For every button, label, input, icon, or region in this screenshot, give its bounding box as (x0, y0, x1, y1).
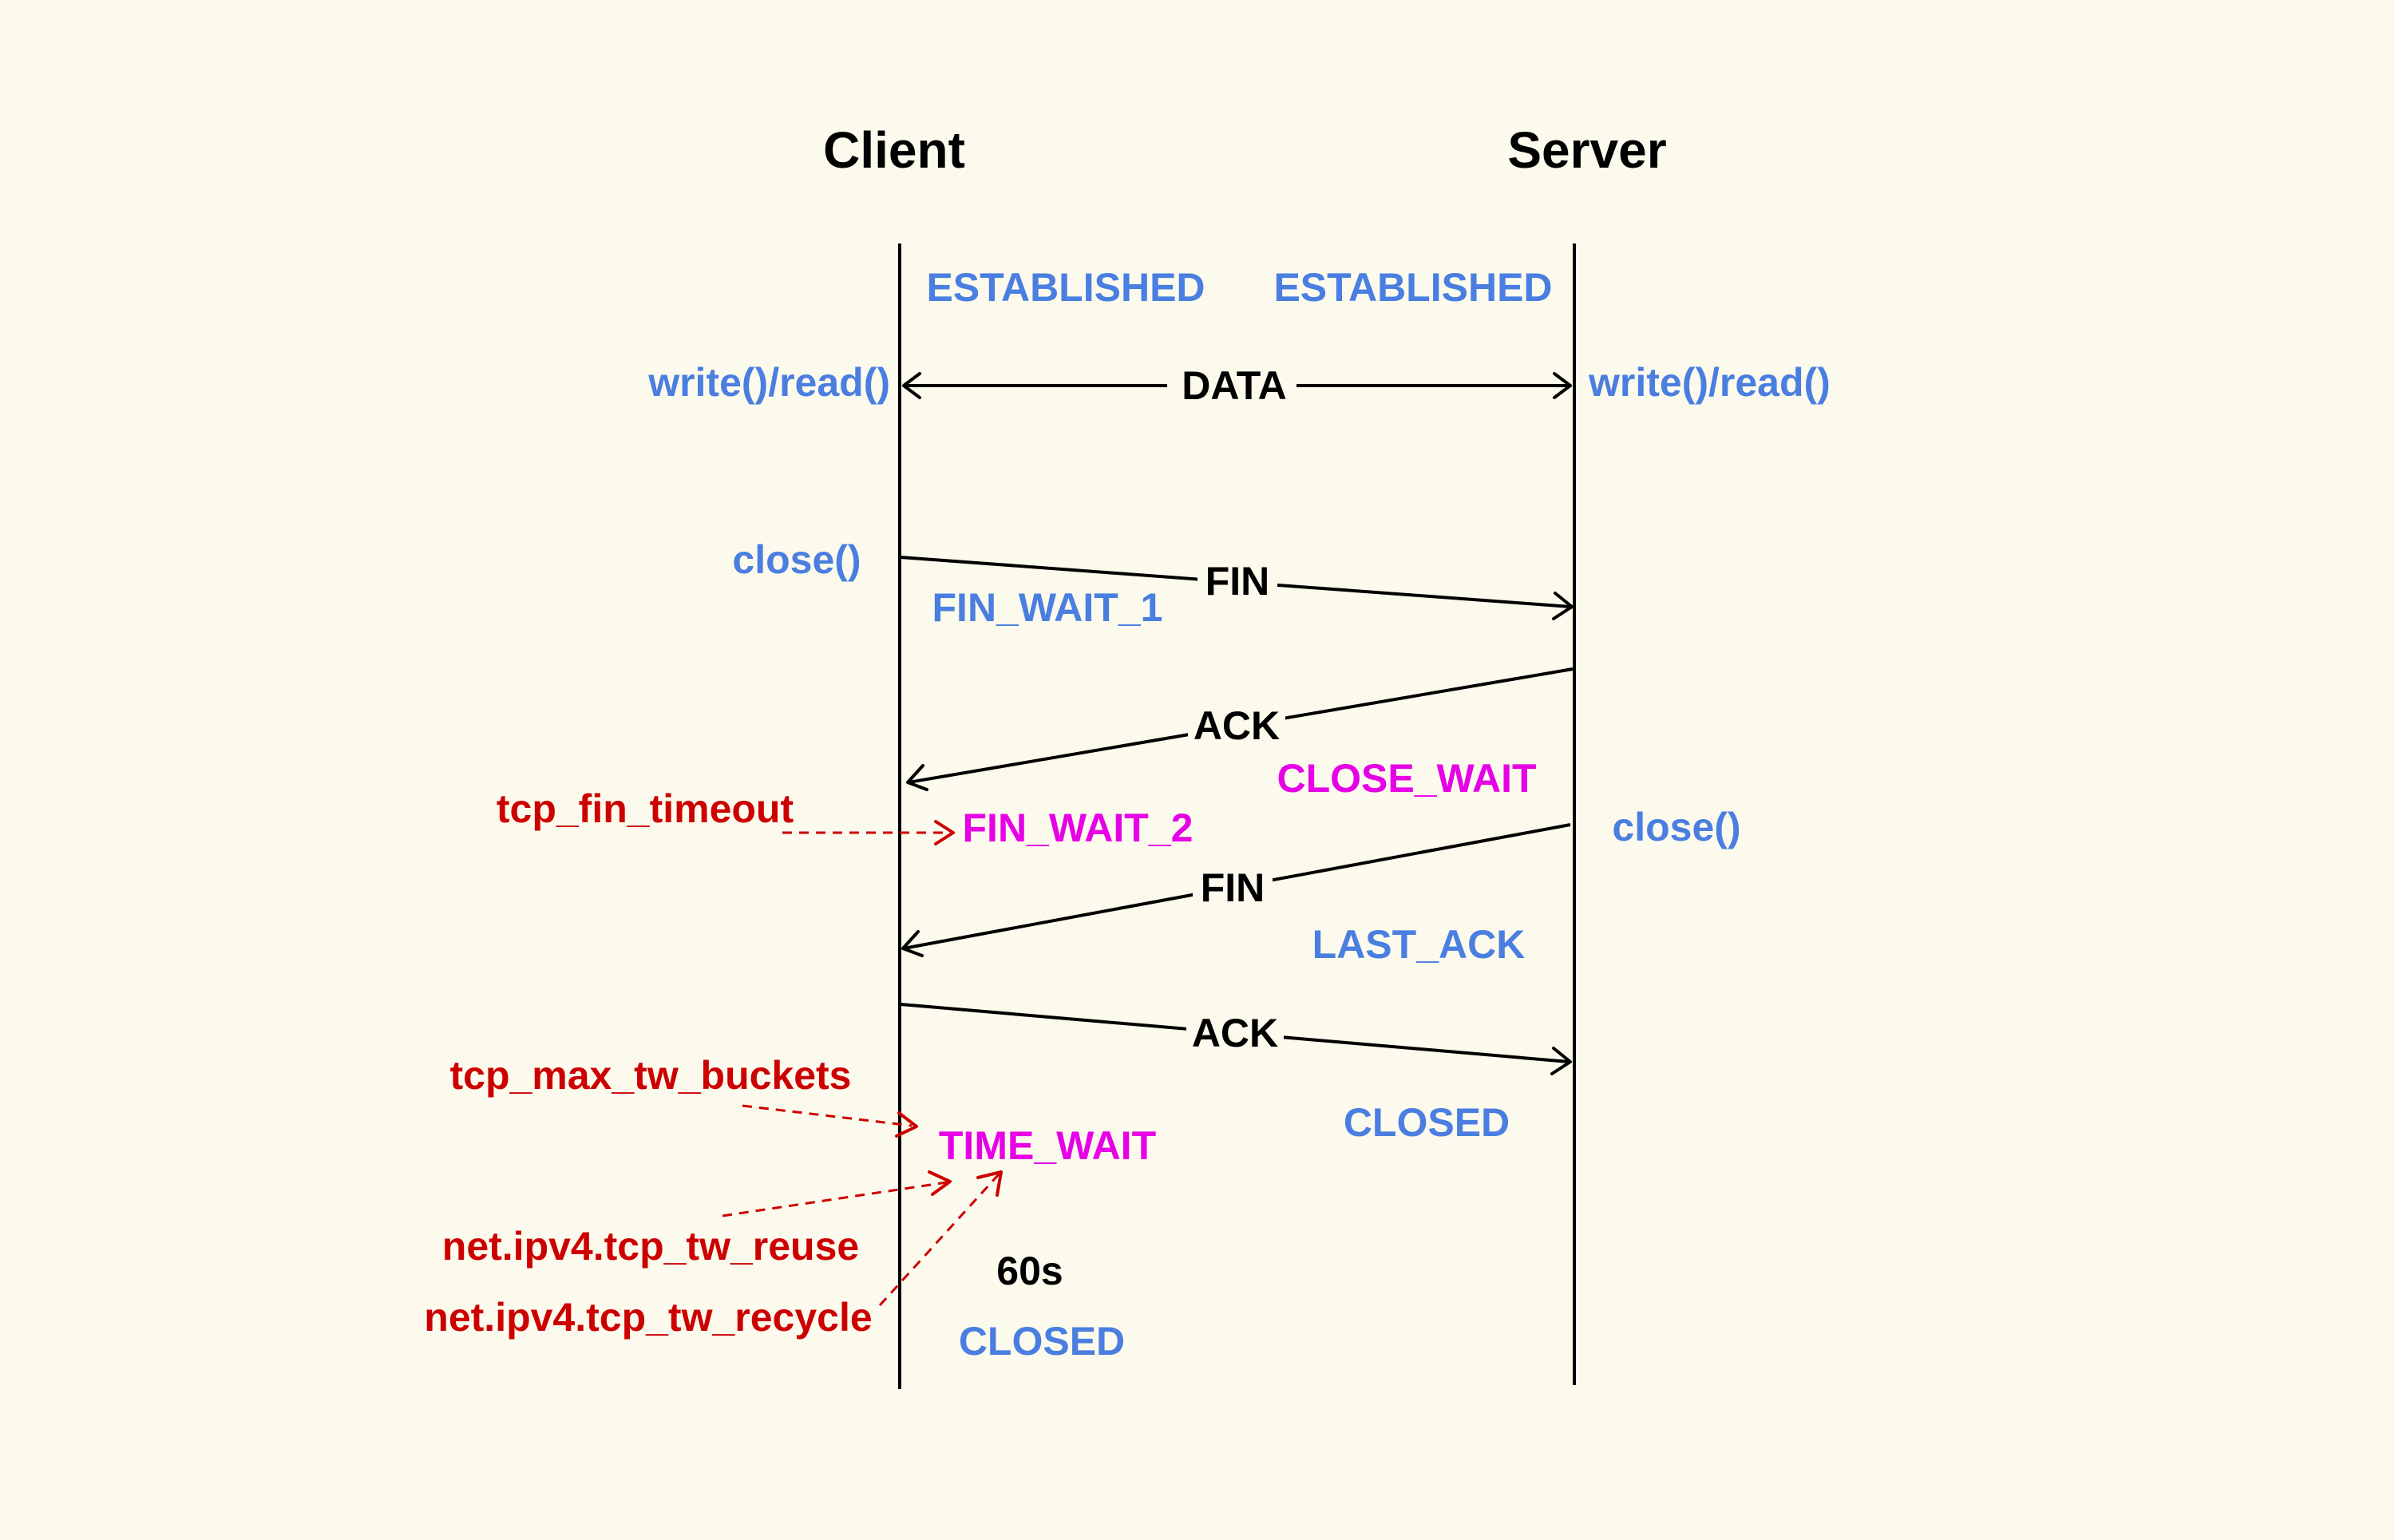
server-header: Server (1507, 121, 1666, 179)
time-wait-timer: 60s (996, 1249, 1063, 1293)
param-tcp-tw-recycle: net.ipv4.tcp_tw_recycle (424, 1295, 872, 1340)
tw-reuse-dashed-line (722, 1181, 948, 1217)
client-state-established: ESTABLISHED (926, 265, 1205, 310)
server-state-close-wait: CLOSE_WAIT (1277, 756, 1536, 801)
server-write-read: write()/read() (1588, 360, 1831, 405)
client-state-fin-wait-2: FIN_WAIT_2 (963, 806, 1194, 850)
tw-recycle-arrowhead (976, 1170, 1003, 1197)
client-state-closed: CLOSED (959, 1319, 1125, 1364)
max-tw-buckets-dashed-line (742, 1104, 912, 1127)
ack2-arrowhead (1550, 1047, 1572, 1075)
max-tw-buckets-pointer (742, 1104, 918, 1138)
server-state-last-ack: LAST_ACK (1312, 922, 1526, 967)
server-close-call: close() (1612, 805, 1740, 849)
ack1-label: ACK (1194, 703, 1280, 748)
fin2-arrowhead (901, 930, 924, 957)
param-tcp-fin-timeout: tcp_fin_timeout (497, 786, 794, 831)
fin1-message: FIN (900, 555, 1574, 620)
data-arrowhead-left (902, 372, 921, 399)
ack1-arrowhead (906, 764, 928, 791)
fin2-message: FIN (901, 823, 1571, 957)
data-arrowhead-right (1553, 372, 1572, 399)
server-state-closed: CLOSED (1344, 1100, 1510, 1145)
client-header: Client (823, 121, 965, 179)
data-message: DATA (902, 359, 1572, 412)
client-state-fin-wait-1: FIN_WAIT_1 (932, 585, 1163, 630)
param-tcp-max-tw-buckets: tcp_max_tw_buckets (449, 1053, 851, 1098)
client-state-time-wait: TIME_WAIT (939, 1123, 1156, 1168)
ack1-label-bg (1188, 699, 1285, 752)
fin-timeout-pointer (782, 820, 955, 845)
ack2-label: ACK (1192, 1011, 1278, 1055)
data-label: DATA (1182, 363, 1286, 408)
max-tw-buckets-arrowhead (895, 1111, 918, 1138)
tw-recycle-pointer (878, 1170, 1003, 1307)
fin1-label-bg (1198, 555, 1277, 608)
tw-reuse-pointer (722, 1170, 952, 1217)
client-close-call: close() (732, 537, 861, 582)
fin1-arrowhead (1552, 592, 1574, 620)
client-write-read: write()/read() (647, 360, 890, 405)
ack1-message: ACK (906, 667, 1574, 791)
tw-recycle-dashed-line (878, 1173, 1000, 1307)
fin2-label: FIN (1201, 865, 1265, 910)
fin1-label: FIN (1205, 559, 1270, 604)
server-state-established: ESTABLISHED (1273, 265, 1552, 310)
data-label-bg (1167, 359, 1296, 412)
ack2-message: ACK (900, 1003, 1572, 1075)
ack2-label-bg (1186, 1008, 1284, 1060)
param-tcp-tw-reuse: net.ipv4.tcp_tw_reuse (442, 1224, 859, 1269)
fin2-label-bg (1193, 862, 1273, 915)
tw-reuse-arrowhead (928, 1170, 952, 1196)
fin-timeout-arrowhead (934, 820, 955, 845)
